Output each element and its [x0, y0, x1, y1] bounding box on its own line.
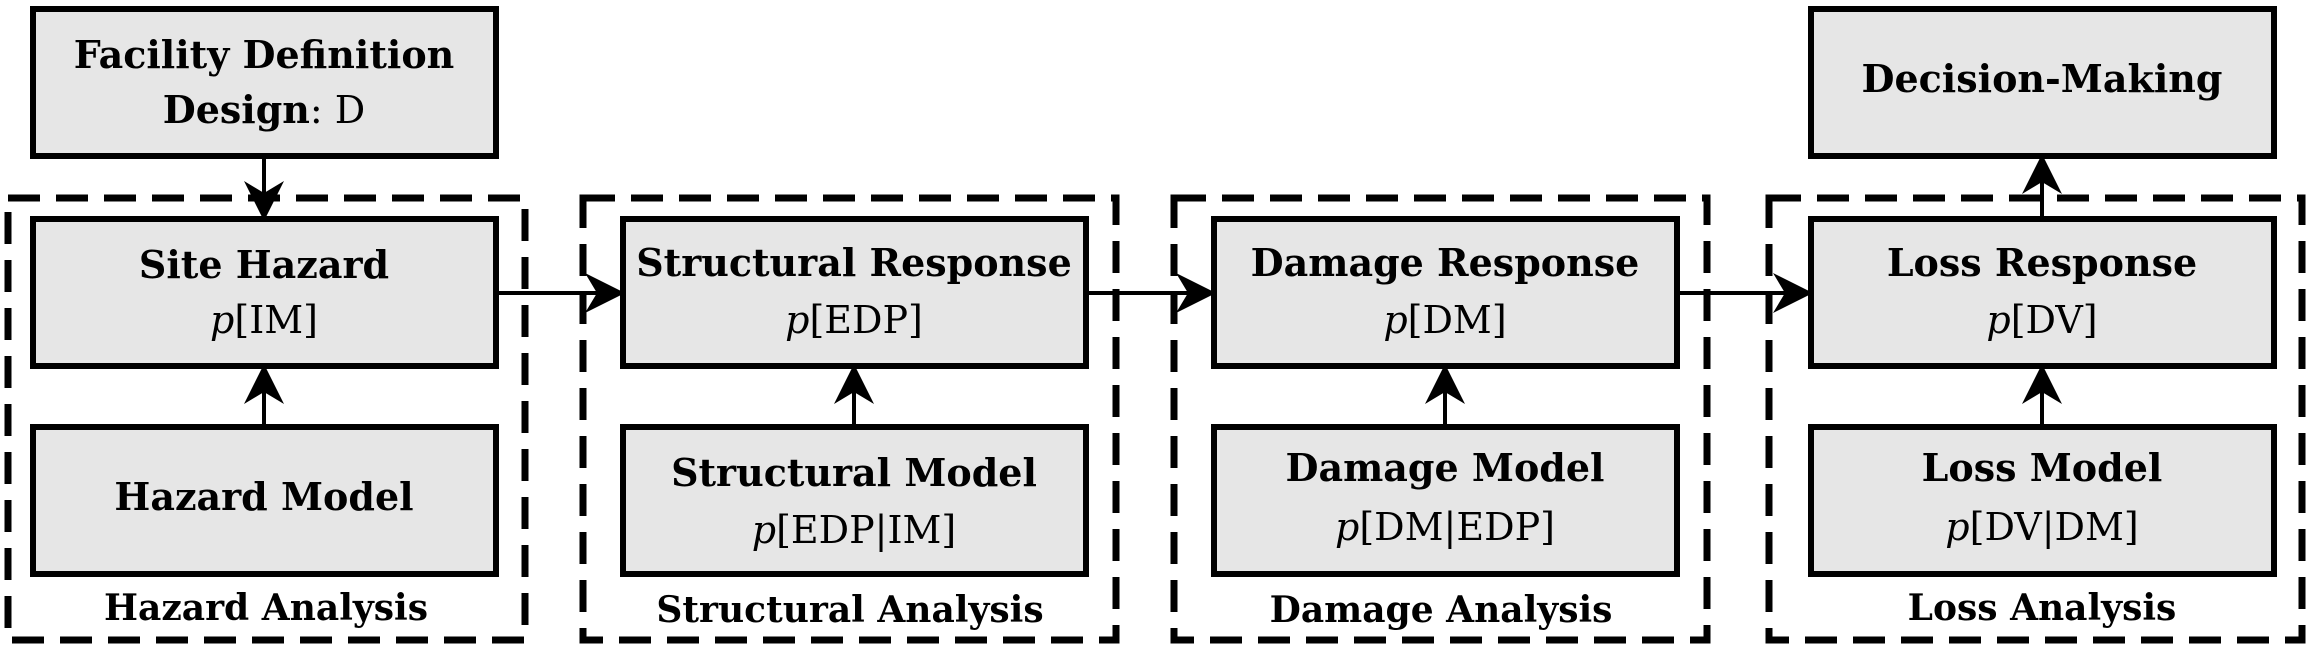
structural-response-title: Structural Response — [636, 240, 1072, 285]
damage-response-box: Damage Response p[DM] — [1211, 216, 1680, 369]
damage-model-title: Damage Model — [1286, 445, 1605, 490]
damage-response-prob: p[DM] — [1383, 298, 1506, 342]
damage-model-prob: p[DM|EDP] — [1335, 505, 1555, 549]
hazard-analysis-label: Hazard Analysis — [104, 587, 428, 629]
damage-analysis-label: Damage Analysis — [1270, 589, 1613, 631]
decision-making-box: Decision-Making — [1808, 6, 2277, 159]
loss-response-title: Loss Response — [1887, 240, 2197, 285]
design-label: Design — [163, 87, 310, 132]
structural-model-title: Structural Model — [671, 450, 1037, 495]
site-hazard-title: Site Hazard — [139, 242, 389, 287]
damage-analysis-frame — [1170, 194, 1711, 644]
loss-response-box: Loss Response p[DV] — [1808, 216, 2277, 369]
damage-response-title: Damage Response — [1251, 240, 1640, 285]
structural-analysis-frame — [579, 194, 1120, 644]
loss-model-title: Loss Model — [1922, 445, 2163, 490]
loss-model-prob: p[DV|DM] — [1945, 505, 2138, 549]
hazard-model-box: Hazard Model — [30, 424, 499, 577]
facility-design-line: Design: D — [163, 87, 366, 132]
facility-definition-box: Facility Definition Design: D — [30, 6, 499, 159]
structural-response-prob: p[EDP] — [785, 298, 923, 342]
site-hazard-prob: p[IM] — [210, 298, 318, 342]
hazard-model-title: Hazard Model — [114, 474, 413, 519]
loss-analysis-frame — [1765, 194, 2306, 644]
structural-response-box: Structural Response p[EDP] — [620, 216, 1089, 369]
loss-analysis-label: Loss Analysis — [1908, 587, 2177, 629]
structural-model-prob: p[EDP|IM] — [752, 508, 956, 552]
damage-model-box: Damage Model p[DM|EDP] — [1211, 424, 1680, 577]
loss-model-box: Loss Model p[DV|DM] — [1808, 424, 2277, 577]
facility-definition-title: Facility Definition — [74, 32, 455, 77]
structural-model-box: Structural Model p[EDP|IM] — [620, 424, 1089, 577]
decision-making-title: Decision-Making — [1862, 56, 2223, 101]
structural-analysis-label: Structural Analysis — [656, 589, 1043, 631]
loss-response-prob: p[DV] — [1986, 298, 2097, 342]
design-value: D — [335, 88, 365, 132]
site-hazard-box: Site Hazard p[IM] — [30, 216, 499, 369]
